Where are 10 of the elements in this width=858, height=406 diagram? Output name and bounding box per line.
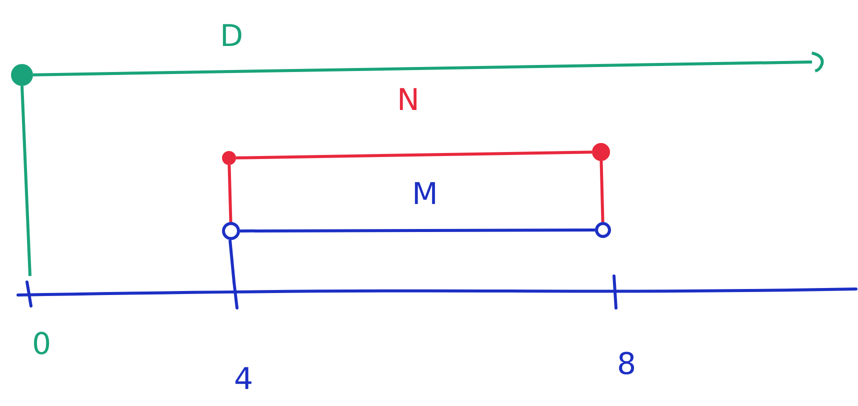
interval-line [236, 150, 592, 160]
interval-line [600, 160, 604, 222]
interval-line [240, 228, 595, 232]
closed-endpoint [222, 151, 236, 165]
interval-line [32, 52, 824, 76]
open-endpoint [222, 222, 240, 240]
closed-endpoint [11, 64, 33, 86]
interval-line [228, 164, 232, 222]
open-endpoint [595, 222, 611, 238]
closed-endpoint [592, 143, 610, 161]
